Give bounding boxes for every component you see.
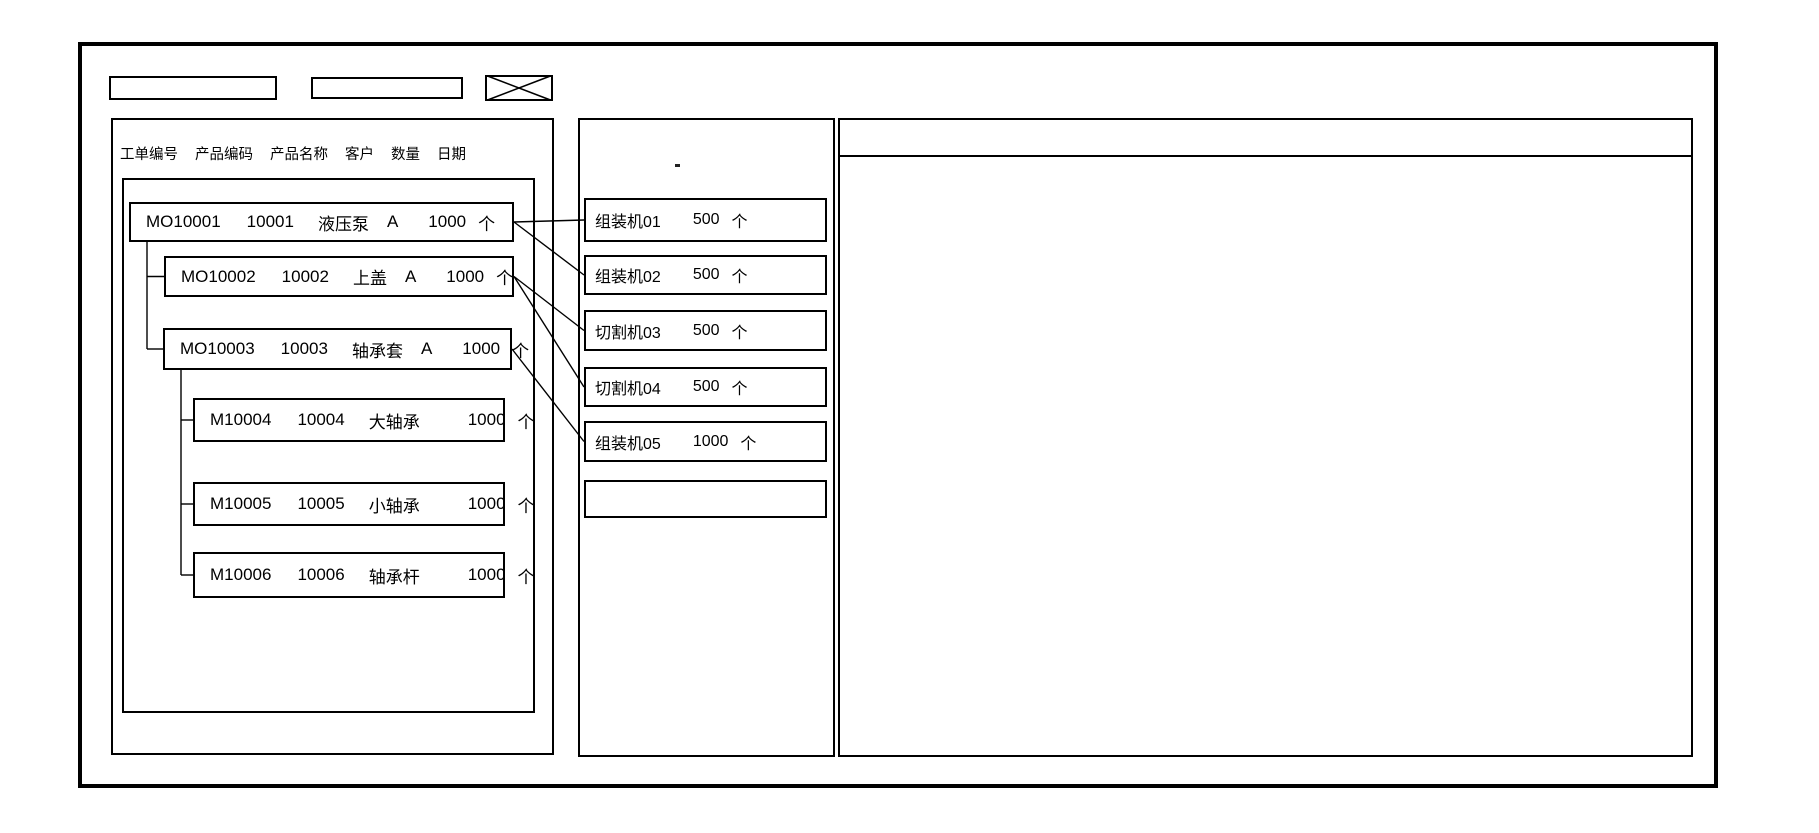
order-no: M10005 — [210, 494, 272, 513]
unit: 个 — [517, 496, 535, 516]
column-header-product-code: 产品编码 — [195, 147, 253, 163]
machine-task-card[interactable]: 组装机05 1000 个 — [584, 421, 827, 462]
unit: 个 — [496, 269, 514, 288]
stray-dot — [675, 164, 680, 167]
work-order-node[interactable]: MO10002 10002 上盖 A 1000 个 — [164, 256, 514, 297]
machine-quantity: 500 — [692, 211, 720, 228]
order-no: M10006 — [210, 565, 272, 584]
quantity: 1000 — [462, 339, 501, 358]
product-name: 上盖 — [352, 269, 387, 288]
machine-task-card[interactable]: 组装机02 500 个 — [584, 255, 827, 295]
quantity: 1000 — [428, 212, 467, 231]
image-placeholder — [485, 75, 553, 101]
order-no: MO10002 — [181, 266, 256, 286]
toolbar-field-1[interactable] — [109, 76, 277, 100]
machine-task-card-empty[interactable] — [584, 480, 827, 518]
unit: 个 — [731, 214, 748, 231]
work-order-node[interactable]: M10004 10004 大轴承 1000 个 — [193, 398, 535, 442]
order-no: M10004 — [210, 410, 272, 429]
product-code: 10006 — [297, 565, 345, 584]
unit: 个 — [512, 341, 530, 361]
product-code: 10005 — [297, 494, 345, 513]
machine-task-card[interactable]: 切割机04 500 个 — [584, 367, 827, 407]
unit: 个 — [740, 435, 757, 453]
column-header-product-name: 产品名称 — [270, 147, 328, 163]
product-code: 10004 — [297, 410, 345, 429]
unit: 个 — [731, 381, 748, 398]
quantity: 1000 — [467, 410, 506, 429]
work-order-node[interactable]: M10005 10005 小轴承 1000 个 — [193, 482, 535, 526]
product-code: 10001 — [246, 212, 294, 231]
product-code: 10002 — [281, 266, 329, 286]
machine-task-card[interactable]: 组装机01 500 个 — [584, 198, 827, 242]
product-name: 轴承套 — [351, 341, 403, 361]
unit: 个 — [731, 269, 748, 286]
machine-name: 组装机02 — [595, 269, 661, 286]
product-name: 轴承杆 — [368, 567, 420, 587]
column-header-date: 日期 — [437, 147, 466, 163]
machine-quantity: 500 — [692, 266, 720, 283]
work-order-node[interactable]: MO10003 10003 轴承套 A 1000 个 — [163, 328, 529, 370]
column-header-row: 工单编号 产品编码 产品名称 客户 数量 日期 — [120, 143, 520, 164]
machine-name: 组装机01 — [595, 214, 661, 231]
unit: 个 — [517, 412, 535, 432]
machine-task-card[interactable]: 切割机03 500 个 — [584, 310, 827, 351]
product-name: 液压泵 — [317, 214, 369, 234]
machine-quantity: 1000 — [692, 432, 729, 450]
detail-panel-header — [840, 120, 1691, 157]
order-no: MO10001 — [146, 212, 221, 231]
product-name: 小轴承 — [368, 496, 420, 516]
quantity: 1000 — [467, 494, 506, 513]
machine-name: 切割机04 — [595, 381, 661, 398]
product-code: 10003 — [280, 339, 328, 358]
column-header-customer: 客户 — [345, 147, 374, 163]
quantity: 1000 — [467, 565, 506, 584]
work-order-node[interactable]: M10006 10006 轴承杆 1000 个 — [193, 552, 535, 598]
unit: 个 — [478, 214, 496, 234]
toolbar-field-2[interactable] — [311, 77, 463, 99]
unit: 个 — [517, 567, 535, 587]
product-name: 大轴承 — [368, 412, 420, 432]
customer: A — [404, 266, 417, 286]
work-order-node[interactable]: MO10001 10001 液压泵 A 1000 个 — [129, 202, 514, 242]
machine-name: 组装机05 — [595, 435, 661, 453]
machine-quantity: 500 — [692, 321, 720, 339]
machine-name: 切割机03 — [595, 324, 661, 342]
customer: A — [386, 212, 399, 231]
unit: 个 — [731, 324, 748, 342]
order-no: MO10003 — [180, 339, 255, 358]
machine-quantity: 500 — [692, 378, 720, 395]
quantity: 1000 — [446, 266, 485, 286]
column-header-order-no: 工单编号 — [120, 147, 178, 163]
column-header-quantity: 数量 — [391, 147, 420, 163]
detail-panel — [838, 118, 1693, 757]
customer: A — [420, 339, 433, 358]
x-icon — [485, 75, 553, 101]
